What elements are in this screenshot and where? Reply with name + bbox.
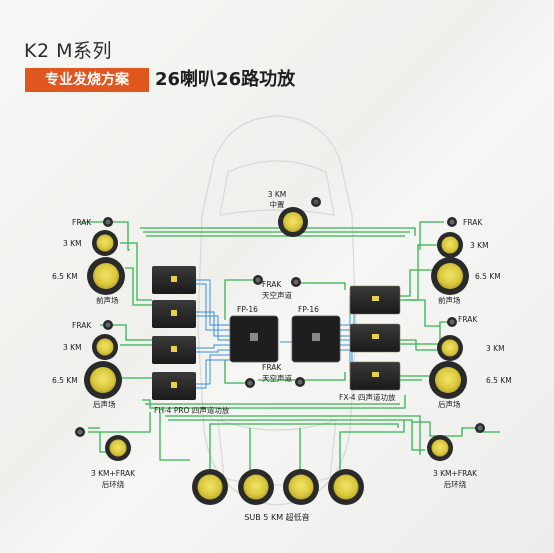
label-fl-65km: 6.5 KM [52,272,78,281]
speaker-surround-left-frak [75,427,85,437]
label-fl-3km: 3 KM [63,239,82,248]
speaker-ceiling-front [253,275,263,285]
speaker-center [278,207,308,237]
label-rl-frak: FRAK [72,321,92,330]
speaker-rear-left-3km [92,334,118,360]
label-fp16-left: FP-16 [237,305,258,314]
amp-right-stack [349,285,401,391]
speaker-rear-left-frak [103,320,113,330]
speaker-front-left-frak [103,217,113,227]
headline: 26喇叭26路功放 [155,69,296,90]
speaker-surround-left-3km [105,435,131,461]
label-rl-65km: 6.5 KM [52,376,78,385]
label-rl-3km: 3 KM [63,343,82,352]
amp-left-stack [152,266,196,400]
label-ceiling-front: 天空声道 [262,290,292,300]
label-fr-3km: 3 KM [470,241,489,250]
label-surround-left: 后环绕 [102,479,125,489]
speaker-frak-center [311,197,321,207]
processor-left [229,315,279,363]
label-surround-left-type: 3 KM+FRAK [91,469,136,478]
label-front-stage-left: 前声场 [96,295,119,305]
label-fl-frak: FRAK [72,218,92,227]
speaker-front-left-3km [92,230,118,256]
label-rear-stage-right: 后声场 [438,399,461,409]
series-title: K2 M系列 [24,40,112,62]
label-ceiling-rear: 天空声道 [262,373,292,383]
label-front-stage-right: 前声场 [438,295,461,305]
label-surround-right-type: 3 KM+FRAK [433,469,478,478]
label-amp-right: FX-4 四声道功放 [339,392,396,402]
label-ceiling-frak-rear: FRAK [262,363,282,372]
subwoofer-1 [192,469,228,505]
speaker-ceiling-rear [245,378,255,388]
label-surround-right: 后环绕 [444,479,467,489]
label-center-sub: 中置 [270,199,285,209]
speaker-rear-right-65km [429,361,467,399]
label-ceiling-frak-front: FRAK [262,280,282,289]
label-rr-65km: 6.5 KM [486,376,512,385]
subwoofer-2 [238,469,274,505]
speaker-ceiling-rear-r [295,377,305,387]
subwoofer-4 [328,469,364,505]
speaker-surround-right-3km [427,435,453,461]
label-fr-frak: FRAK [463,218,483,227]
scheme-badge: 专业发烧方案 [25,68,149,92]
speaker-surround-right-frak [475,423,485,433]
subwoofer-3 [283,469,319,505]
label-fr-65km: 6.5 KM [475,272,501,281]
label-center-3km: 3 KM [268,190,287,199]
label-amp-left: FH-4 PRO 四声道功放 [154,405,230,415]
speaker-front-right-frak [447,217,457,227]
label-rear-stage-left: 后声场 [93,399,116,409]
speaker-ceiling-front-r [291,277,301,287]
processor-right [291,315,341,363]
label-fp16-right: FP-16 [298,305,319,314]
speaker-front-left-65km [87,257,125,295]
speaker-rear-left-65km [84,361,122,399]
speaker-wiring [80,221,500,470]
speaker-front-right-65km [431,257,469,295]
car-outline [197,115,357,506]
speaker-front-right-3km [437,232,463,258]
speaker-rear-right-frak [447,317,457,327]
label-subwoofer: SUB 5 KM 超低音 [244,512,309,522]
speaker-rear-right-3km [437,335,463,361]
label-rr-frak: FRAK [458,315,478,324]
label-rr-3km: 3 KM [486,344,505,353]
